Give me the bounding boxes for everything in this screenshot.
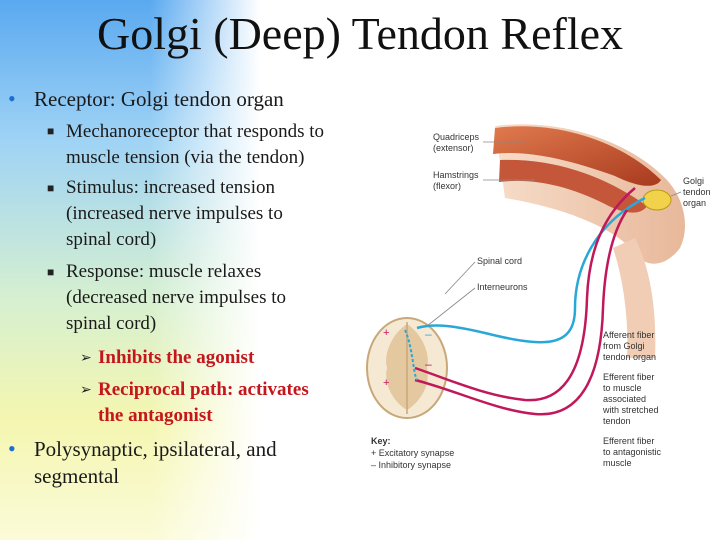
square-bullet-icon: ■: [47, 181, 55, 195]
text-line: segmental: [34, 464, 120, 488]
subsub-inhibits: Inhibits the agonist: [98, 347, 255, 368]
text-line: muscle tension (via the tendon): [66, 147, 305, 168]
label-golgi-2: tendon: [683, 187, 711, 197]
label-spinal-cord: Spinal cord: [477, 256, 522, 266]
square-bullet-icon: ■: [47, 265, 55, 279]
text-line: Reciprocal path: activates: [98, 379, 309, 400]
minus-icon: –: [425, 357, 432, 371]
text-line: Response: muscle relaxes: [66, 261, 262, 282]
subsub-reciprocal: Reciprocal path: activates the antagonis…: [98, 377, 358, 429]
text-line: (increased nerve impulses to: [66, 203, 283, 224]
text-line: the antagonist: [98, 405, 213, 426]
label-afferent: Afferent fiber: [603, 330, 654, 340]
label-efferent1-4: with stretched: [602, 405, 659, 415]
label-efferent1-5: tendon: [603, 416, 631, 426]
afferent-fiber: [416, 196, 646, 344]
label-interneurons: Interneurons: [477, 282, 528, 292]
sub-bullet-response: Response: muscle relaxes (decreased nerv…: [66, 259, 366, 337]
bullet-receptor: Receptor: Golgi tendon organ: [34, 87, 284, 111]
arrow-bullet-icon: ➢: [80, 351, 92, 366]
text-line: spinal cord): [66, 229, 157, 250]
label-efferent2-2: to antagonistic: [603, 447, 662, 457]
label-afferent-3: tendon organ: [603, 352, 656, 362]
text-line: spinal cord): [66, 313, 157, 334]
label-golgi: Golgi: [683, 176, 704, 186]
minus-icon: –: [425, 327, 432, 341]
key-inhibitory: – Inhibitory synapse: [371, 460, 451, 470]
label-efferent1: Efferent fiber: [603, 372, 654, 382]
spinal-cord: [366, 317, 448, 419]
bullet-icon: •: [8, 86, 16, 111]
efferent-fiber-2: [414, 209, 629, 416]
key-title: Key:: [371, 436, 391, 446]
key-excitatory: + Excitatory synapse: [371, 448, 454, 458]
bullet-polysynaptic: Polysynaptic, ipsilateral, and segmental: [34, 436, 277, 490]
label-efferent2-3: muscle: [603, 458, 632, 468]
text-line: Polysynaptic, ipsilateral, and: [34, 437, 277, 461]
hamstrings-muscle: [499, 159, 647, 213]
arrow-bullet-icon: ➢: [80, 383, 92, 398]
text-line: (decreased nerve impulses to: [66, 287, 286, 308]
text-line: Mechanoreceptor that responds to: [66, 121, 324, 142]
slide-title: Golgi (Deep) Tendon Reflex: [96, 8, 624, 59]
label-quadriceps-sub: (extensor): [433, 143, 474, 153]
label-quadriceps: Quadriceps: [433, 132, 480, 142]
label-afferent-2: from Golgi: [603, 341, 645, 351]
bullet-icon: •: [8, 436, 16, 461]
plus-icon: +: [383, 377, 389, 389]
sub-bullet-mechanoreceptor: Mechanoreceptor that responds to muscle …: [66, 119, 366, 171]
legend-key: Key: + Excitatory synapse – Inhibitory s…: [371, 436, 454, 470]
text-line: Stimulus: increased tension: [66, 177, 275, 198]
golgi-tendon-organ: [642, 189, 672, 211]
label-efferent2: Efferent fiber: [603, 436, 654, 446]
label-golgi-3: organ: [683, 198, 706, 208]
square-bullet-icon: ■: [47, 124, 55, 138]
plus-icon: +: [383, 327, 389, 339]
label-efferent1-3: associated: [603, 394, 646, 404]
label-hamstrings-sub: (flexor): [433, 181, 461, 191]
label-hamstrings: Hamstrings: [433, 170, 479, 180]
sub-bullet-stimulus: Stimulus: increased tension (increased n…: [66, 175, 366, 253]
lower-leg: [613, 238, 656, 358]
label-efferent1-2: to muscle: [603, 383, 642, 393]
quadriceps-muscle: [493, 126, 661, 186]
efferent-fiber-1: [414, 187, 636, 402]
reflex-diagram: + + – – Quadriceps (extensor) Hamstrings…: [366, 124, 711, 470]
interneuron-path: [404, 329, 418, 381]
